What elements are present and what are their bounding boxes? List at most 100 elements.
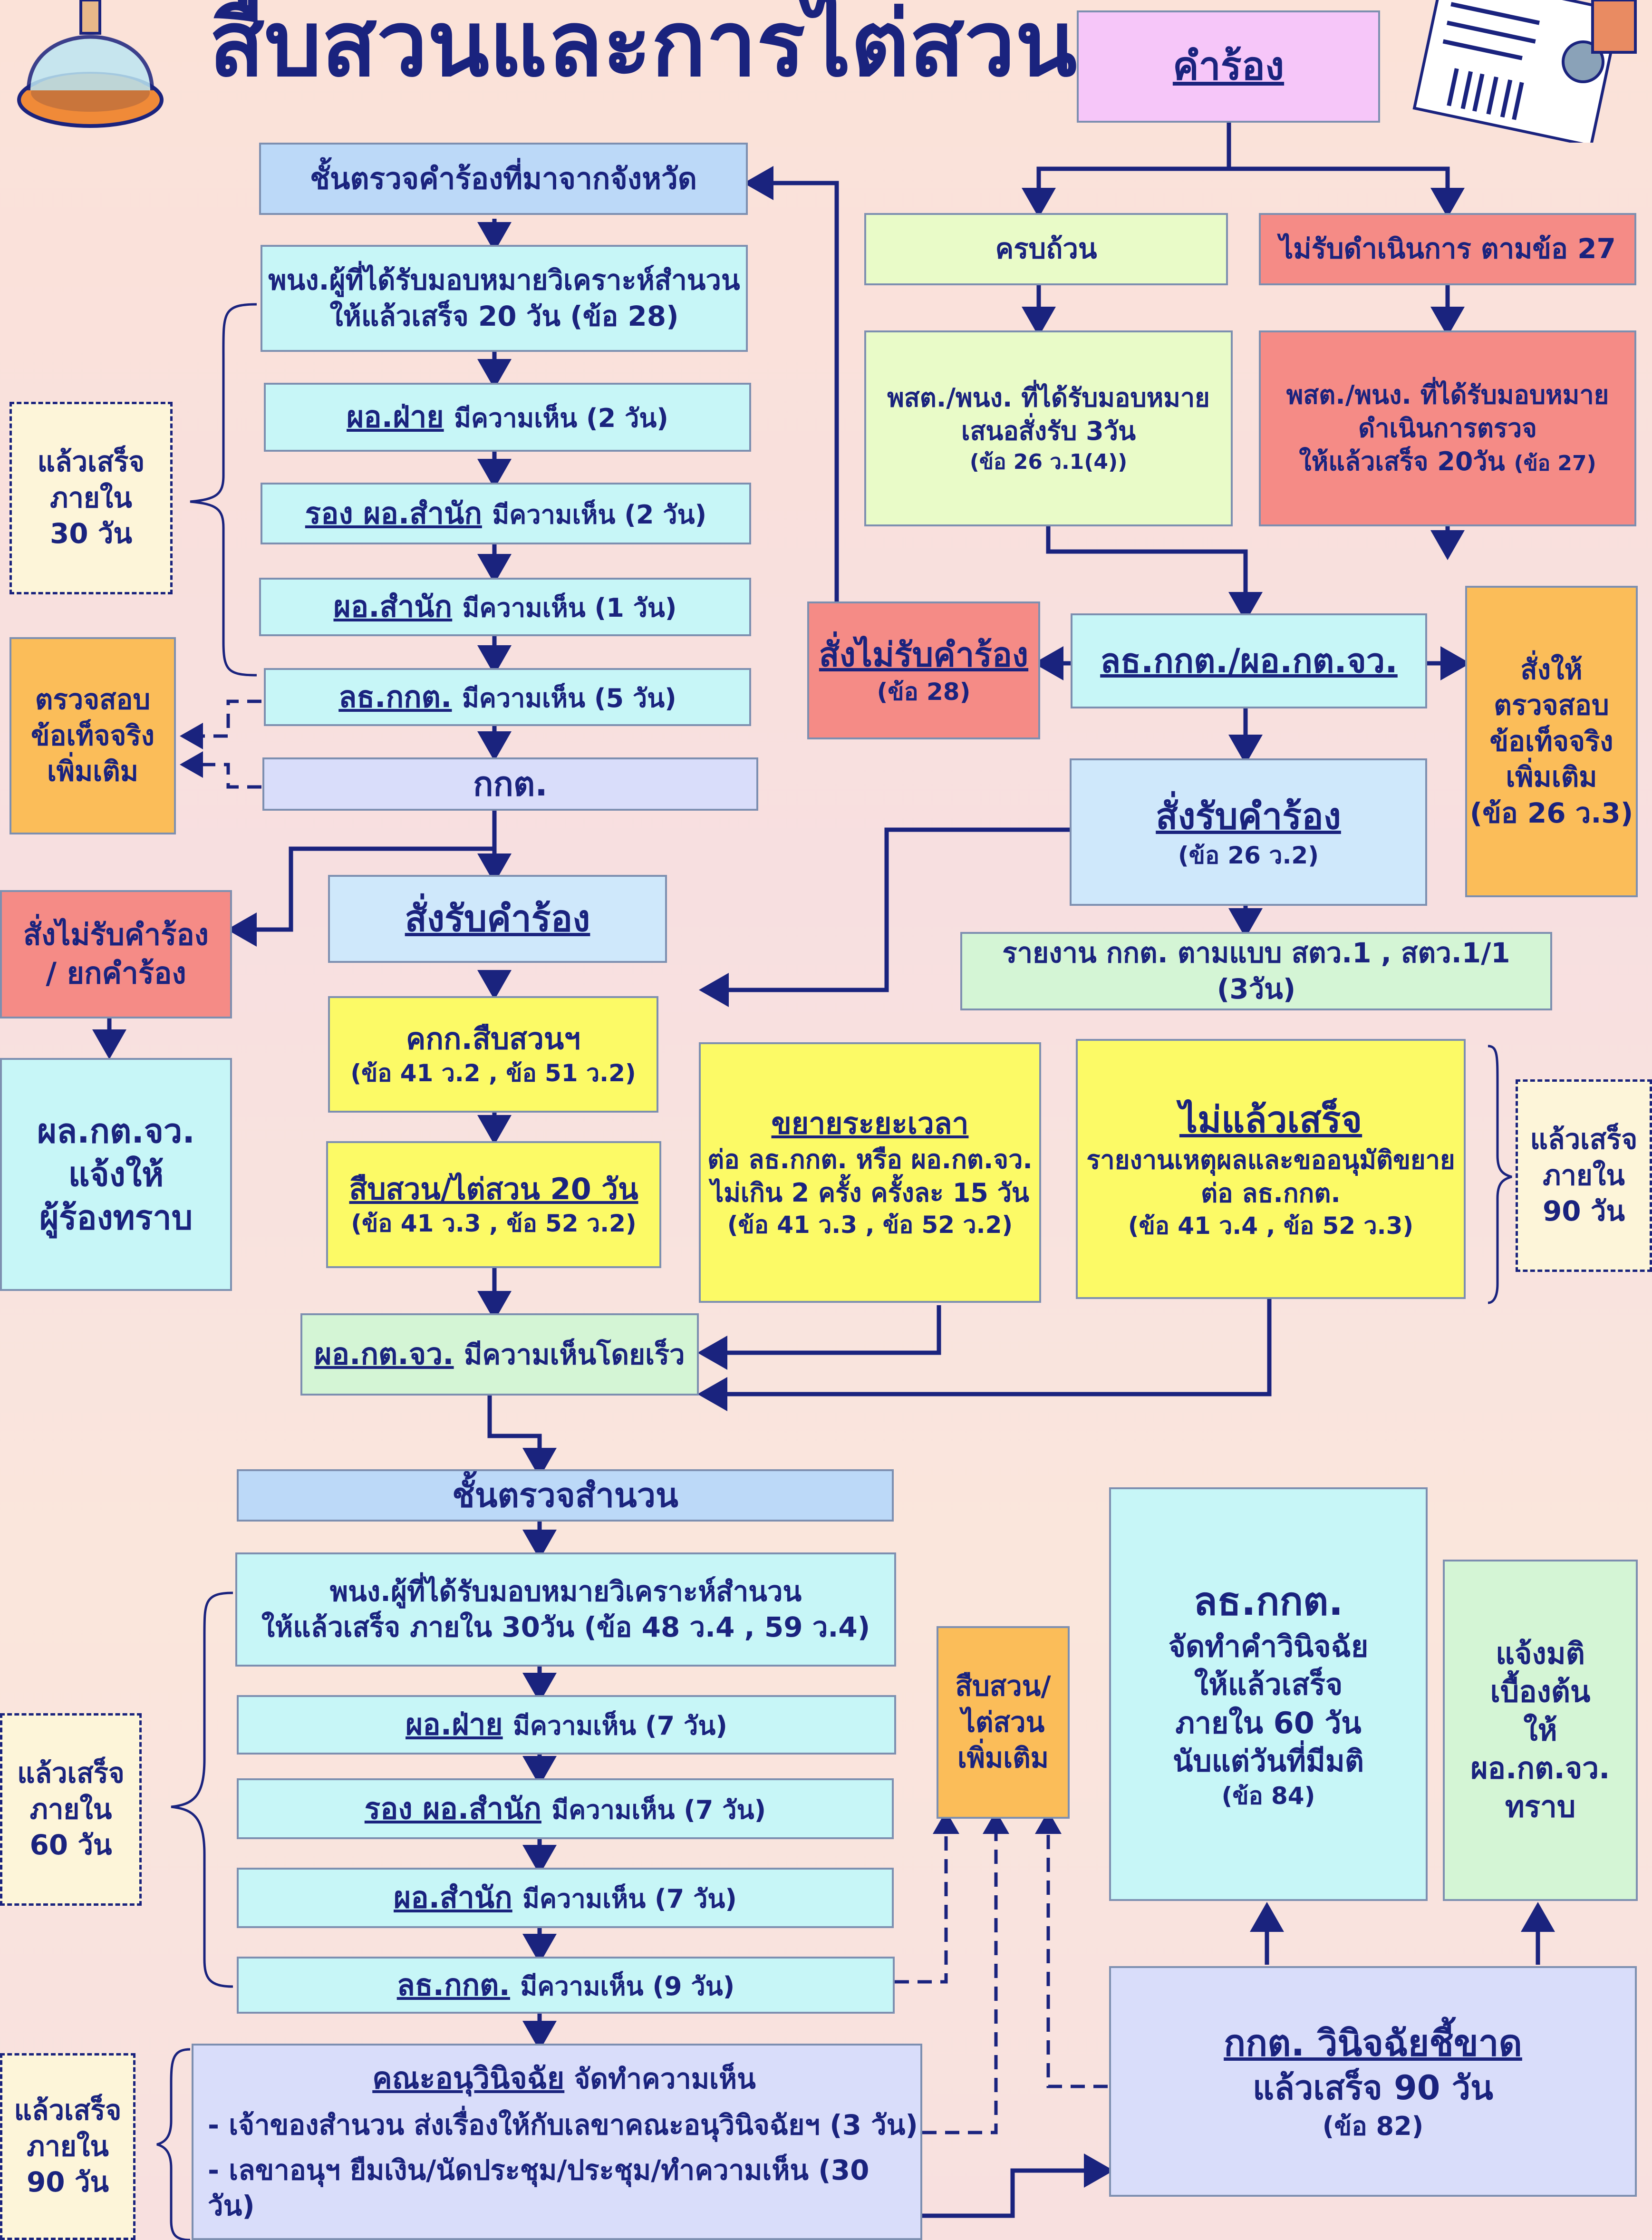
more-inv-line1: สืบสวน/ (955, 1670, 1051, 1703)
side-30-days: แล้วเสร็จ ภายใน 30 วัน (10, 402, 173, 594)
case-div-box: ผอ.ฝ่าย มีความเห็น (7 วัน) (237, 1695, 896, 1755)
case-analyze-line2: ให้แล้วเสร็จ ภายใน 30วัน (ข้อ 48 ว.4 , 5… (261, 1611, 870, 1643)
investigate-20-box: สืบสวน/ไต่สวน 20 วัน (ข้อ 41 ว.3 , ข้อ 5… (326, 1141, 661, 1268)
side-90a-line1: แล้วเสร็จ (1530, 1123, 1638, 1156)
case-dir-name: ผอ.สำนัก (394, 1880, 512, 1915)
accept-left-box: สั่งรับคำร้อง (328, 875, 667, 963)
accept-right-box: สั่งรับคำร้อง (ข้อ 26 ว.2) (1070, 758, 1427, 906)
case-dir-box: ผอ.สำนัก มีความเห็น (7 วัน) (237, 1868, 894, 1928)
dir-province-name: ผอ.กต.จว. (314, 1337, 454, 1372)
dismiss-line2: / ยกคำร้อง (46, 956, 186, 990)
unfinished-box: ไม่แล้วเสร็จ รายงานเหตุผลและขออนุมัติขยา… (1076, 1039, 1466, 1299)
right-verify-line4: เพิ่มเติม (1506, 761, 1597, 794)
case-div-text: มีความเห็น (7 วัน) (513, 1711, 727, 1741)
prov-dir-text: มีความเห็น (1 วัน) (462, 593, 677, 623)
prov-ect-label: กกต. (473, 764, 548, 804)
side-30-line1: แล้วเสร็จ (37, 446, 145, 478)
dismiss-line1: สั่งไม่รับคำร้อง (23, 917, 209, 952)
reject-28-box: สั่งไม่รับคำร้อง (ข้อ 28) (807, 601, 1040, 739)
ect-decide-line3: (ข้อ 82) (1322, 2111, 1424, 2142)
prov-div-name: ผอ.ฝ่าย (347, 399, 444, 435)
case-dir-text: มีความเห็น (7 วัน) (522, 1884, 737, 1914)
ect-decide-line1: กกต. วินิจฉัยชี้ขาด (1224, 2021, 1522, 2064)
side-30-line3: 30 วัน (49, 517, 133, 550)
sg-ruling-line6: (ข้อ 84) (1221, 1782, 1315, 1810)
officer-propose-line1: พสต./พนง. ที่ได้รับมอบหมาย (887, 383, 1210, 413)
right-verify-line3: ข้อเท็จจริง (1489, 725, 1613, 757)
report-label: รายงาน กกต. ตามแบบ สตว.1 , สตว.1/1 (3วัน… (1002, 937, 1510, 1005)
reject-28-line2: (ข้อ 28) (877, 678, 971, 706)
section-province-header: ชั้นตรวจคำร้องที่มาจากจังหวัด (259, 143, 748, 215)
side-60-line2: ภายใน (29, 1793, 112, 1825)
case-deputy-box: รอง ผอ.สำนัก มีความเห็น (7 วัน) (237, 1778, 894, 1839)
section-case-label: ชั้นตรวจสำนวน (452, 1475, 678, 1515)
accept-right-line1: สั่งรับคำร้อง (1156, 795, 1341, 838)
case-sg-box: ลธ.กกต. มีความเห็น (9 วัน) (237, 1957, 895, 2014)
officer-inspect-ref: (ข้อ 27) (1514, 451, 1596, 476)
side-verify-line3: เพิ่มเติม (47, 755, 138, 788)
prov-analyze-line2: ให้แล้วเสร็จ 20 วัน (ข้อ 28) (329, 300, 679, 332)
right-verify-line1: สั่งให้ (1520, 653, 1583, 686)
officer-inspect-box: พสต./พนง. ที่ได้รับมอบหมาย ดำเนินการตรวจ… (1259, 330, 1636, 526)
side-90-days-b: แล้วเสร็จ ภายใน 90 วัน (0, 2053, 135, 2240)
notify-box: ผล.กต.จว. แจ้งให้ ผู้ร้องทราบ (0, 1058, 232, 1291)
complete-label: ครบถ้วน (995, 233, 1097, 265)
subcommittee-text: จัดทำความเห็น (574, 2063, 756, 2095)
side-90b-line2: ภายใน (27, 2130, 109, 2162)
subcommittee-box: คณะอนุวินิจฉัย จัดทำความเห็น - เจ้าของสำ… (192, 2044, 922, 2240)
more-inv-line3: เพิ่มเติม (957, 1742, 1049, 1775)
reject-27-label: ไม่รับดำเนินการ ตามข้อ 27 (1279, 233, 1616, 265)
side-verify-box: ตรวจสอบ ข้อเท็จจริง เพิ่มเติม (10, 637, 176, 834)
section-case-header: ชั้นตรวจสำนวน (237, 1469, 894, 1522)
accept-left-label: สั่งรับคำร้อง (405, 897, 590, 940)
complete-box: ครบถ้วน (864, 213, 1228, 285)
officer-propose-line2: เสนอสั่งรับ 3วัน (961, 416, 1136, 446)
section-province-label: ชั้นตรวจคำร้องที่มาจากจังหวัด (309, 161, 697, 196)
notify-line2: แจ้งให้ (68, 1154, 164, 1194)
case-div-name: ผอ.ฝ่าย (406, 1707, 503, 1742)
petition-box: คำร้อง (1077, 10, 1380, 123)
side-90a-line3: 90 วัน (1542, 1195, 1625, 1228)
notify-line1: ผล.กต.จว. (37, 1111, 195, 1151)
subcommittee-name: คณะอนุวินิจฉัย (372, 2061, 565, 2096)
side-90-days-a: แล้วเสร็จ ภายใน 90 วัน (1516, 1079, 1652, 1272)
notify-res-line2: เบื้องต้น (1490, 1674, 1591, 1709)
notify-resolution-box: แจ้งมติ เบื้องต้น ให้ ผอ.กต.จว. ทราบ (1443, 1560, 1638, 1901)
case-analyze-box: พนง.ผู้ที่ได้รับมอบหมายวิเคราะห์สำนวน ให… (235, 1552, 896, 1667)
side-30-line2: ภายใน (50, 481, 132, 514)
extend-box: ขยายระยะเวลา ต่อ ลธ.กกต. หรือ ผอ.กต.จว. … (699, 1042, 1041, 1303)
notify-res-line4: ผอ.กต.จว. (1470, 1751, 1610, 1786)
committee-line1: คกก.สืบสวนฯ (406, 1021, 581, 1056)
sg-ruling-line1: ลธ.กกต. (1193, 1579, 1343, 1625)
case-deputy-name: รอง ผอ.สำนัก (364, 1791, 541, 1826)
prov-sg-text: มีความเห็น (5 วัน) (462, 683, 676, 713)
unfinished-line2: รายงานเหตุผลและขออนุมัติขยาย (1086, 1145, 1455, 1175)
extend-line1: ขยายระยะเวลา (771, 1106, 969, 1141)
reject-28-line1: สั่งไม่รับคำร้อง (819, 635, 1029, 674)
notify-line3: ผู้ร้องทราบ (39, 1198, 193, 1237)
report-box: รายงาน กกต. ตามแบบ สตว.1 , สตว.1/1 (3วัน… (960, 932, 1552, 1010)
prov-dir-name: ผอ.สำนัก (333, 589, 453, 624)
case-analyze-line1: พนง.ผู้ที่ได้รับมอบหมายวิเคราะห์สำนวน (329, 1575, 802, 1608)
committee-box: คกก.สืบสวนฯ (ข้อ 41 ว.2 , ข้อ 51 ว.2) (328, 996, 658, 1113)
dismiss-box: สั่งไม่รับคำร้อง / ยกคำร้อง (0, 890, 232, 1018)
notify-res-line1: แจ้งมติ (1496, 1636, 1585, 1671)
investigate-20-line2: (ข้อ 41 ว.3 , ข้อ 52 ว.2) (351, 1210, 637, 1238)
notify-res-line5: ทราบ (1505, 1789, 1576, 1824)
investigate-20-line1: สืบสวน/ไต่สวน 20 วัน (349, 1171, 638, 1206)
extend-line2: ต่อ ลธ.กกต. หรือ ผอ.กต.จว. (707, 1144, 1033, 1174)
sg-ruling-box: ลธ.กกต. จัดทำคำวินิจฉัย ให้แล้วเสร็จ ภาย… (1109, 1487, 1428, 1901)
petition-label: คำร้อง (1172, 43, 1285, 89)
more-investigation-box: สืบสวน/ ไต่สวน เพิ่มเติม (937, 1626, 1070, 1819)
page-title: สืบสวนและการไต่สวน (209, 0, 1077, 97)
side-verify-line2: ข้อเท็จจริง (31, 719, 155, 752)
dir-province-text: มีความเห็นโดยเร็ว (464, 1338, 685, 1371)
prov-deputy-text: มีความเห็น (2 วัน) (492, 499, 707, 530)
side-60-line1: แล้วเสร็จ (17, 1757, 125, 1790)
case-deputy-text: มีความเห็น (7 วัน) (551, 1794, 766, 1825)
unfinished-line4: (ข้อ 41 ว.4 , ข้อ 52 ว.3) (1128, 1212, 1414, 1240)
right-verify-box: สั่งให้ ตรวจสอบ ข้อเท็จจริง เพิ่มเติม (ข… (1465, 586, 1638, 897)
side-verify-line1: ตรวจสอบ (35, 683, 151, 716)
officer-inspect-line2: ดำเนินการตรวจ (1358, 413, 1537, 443)
center-sg-box: ลธ.กกต./ผอ.กต.จว. (1071, 613, 1427, 708)
